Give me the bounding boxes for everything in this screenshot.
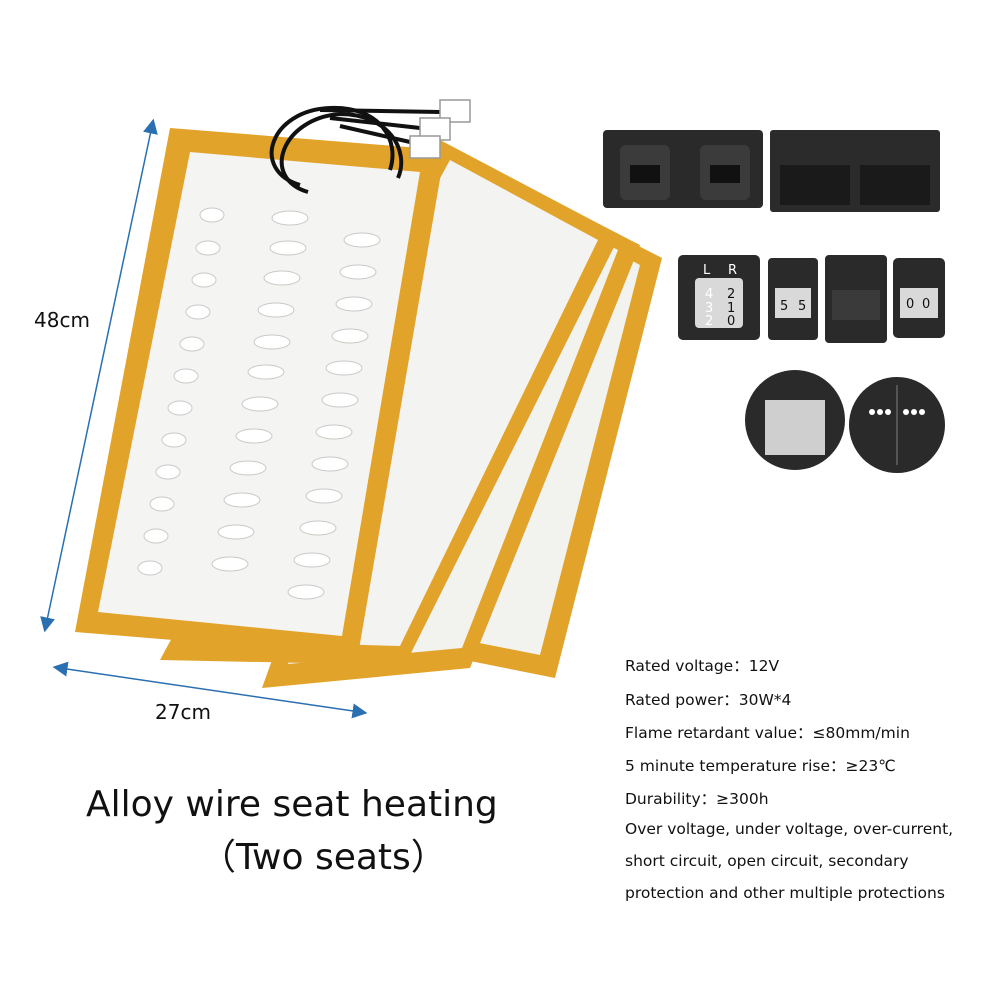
dial-lr-left: L	[703, 263, 711, 278]
dial-d-digit-1: 0	[906, 297, 914, 312]
heating-pad-1	[75, 128, 445, 655]
product-subtitle: （Two seats）	[200, 837, 447, 878]
switch-seat-icon	[825, 255, 887, 343]
spec-durability: Durability：≥300h	[625, 790, 769, 808]
dial-a-digit-2: 3	[705, 301, 713, 316]
dial-b-digit-3: 0	[727, 314, 735, 329]
dial-a-digit-3: 2	[705, 314, 713, 329]
connector-plugs	[409, 99, 471, 159]
dial-b-digit-1: 2	[727, 287, 735, 302]
switch-small-dial	[768, 258, 818, 340]
switch-panel-auto	[770, 130, 940, 212]
dial-c-digit-1: 5	[780, 299, 788, 314]
wire-harness	[269, 105, 441, 194]
dial-c-digit-2: 5	[798, 299, 806, 314]
spec-protection-line-1: Over voltage, under voltage, over-curren…	[625, 820, 954, 838]
height-dimension-label: 48cm	[34, 308, 90, 332]
product-title: Alloy wire seat heating	[86, 784, 498, 825]
dial-d-digit-2: 0	[922, 297, 930, 312]
width-dimension-label: 27cm	[155, 700, 211, 724]
dial-lr-right: R	[728, 263, 737, 278]
spec-rated-power: Rated power：30W*4	[625, 691, 792, 709]
width-measure-line	[52, 661, 368, 719]
height-measure-line	[40, 118, 158, 633]
round-switch-dial	[745, 370, 845, 470]
spec-flame-retardant: Flame retardant value：≤80mm/min	[625, 724, 910, 742]
switch-lr-dial	[678, 255, 760, 340]
round-switch-buttons	[849, 377, 945, 473]
switch-lr-square	[893, 258, 945, 338]
dial-b-digit-2: 1	[727, 301, 735, 316]
spec-temperature-rise: 5 minute temperature rise：≥23℃	[625, 757, 896, 775]
switch-panel-dual-dial	[603, 130, 763, 208]
spec-protection-line-3: protection and other multiple protection…	[625, 884, 945, 902]
spec-rated-voltage: Rated voltage：12V	[625, 657, 780, 675]
dial-a-digit-1: 4	[705, 287, 713, 302]
spec-protection-line-2: short circuit, open circuit, secondary	[625, 852, 909, 870]
